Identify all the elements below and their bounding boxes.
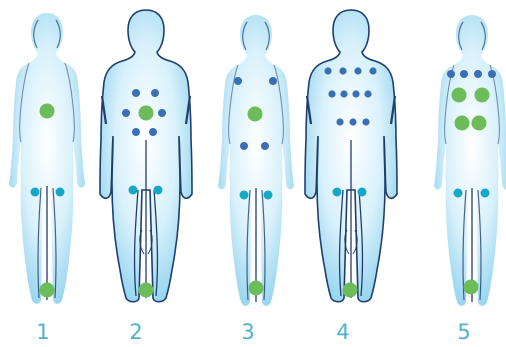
woman-silhouette	[434, 15, 506, 306]
teal-dot	[129, 186, 138, 195]
blue-dot	[234, 77, 242, 85]
blue-dot	[158, 109, 166, 117]
blue-dot	[369, 67, 376, 74]
blue-dot	[132, 128, 140, 136]
figure-1: 1	[9, 13, 85, 344]
teal-dot	[31, 188, 40, 197]
blue-dot	[488, 70, 496, 78]
blue-dot	[339, 67, 346, 74]
green-dot	[139, 283, 154, 298]
figure-4: 4	[305, 10, 397, 344]
figure-3: 3	[218, 15, 294, 344]
blue-dot	[269, 77, 277, 85]
figure-number: 2	[129, 320, 142, 344]
teal-dot	[240, 191, 249, 200]
man-silhouette	[100, 10, 192, 302]
green-dot	[249, 281, 264, 296]
teal-dot	[454, 189, 463, 198]
blue-dot	[149, 128, 157, 136]
green-dot	[464, 280, 479, 295]
blue-dot	[474, 70, 482, 78]
teal-dot	[358, 188, 367, 197]
figure-number: 4	[336, 320, 349, 344]
figure-number: 3	[241, 320, 254, 344]
blue-dot	[460, 70, 468, 78]
blue-dot	[447, 70, 455, 78]
man-silhouette	[305, 10, 397, 302]
blue-dot	[324, 67, 331, 74]
blue-dot	[352, 90, 359, 97]
figure-number: 5	[457, 320, 470, 344]
green-dot	[455, 116, 470, 131]
green-dot	[139, 106, 154, 121]
figure-number: 1	[36, 320, 49, 344]
figure-5: 5	[434, 15, 506, 344]
teal-dot	[154, 186, 163, 195]
green-dot	[40, 104, 55, 119]
blue-dot	[151, 89, 159, 97]
blue-dot	[349, 118, 356, 125]
blue-dot	[362, 118, 369, 125]
blue-dot	[364, 90, 371, 97]
blue-dot	[132, 89, 140, 97]
green-dot	[248, 107, 263, 122]
woman-silhouette	[9, 13, 85, 304]
green-dot	[452, 88, 467, 103]
teal-dot	[333, 188, 342, 197]
teal-dot	[481, 189, 490, 198]
blue-dot	[261, 142, 269, 150]
blue-dot	[328, 90, 335, 97]
teal-dot	[56, 188, 65, 197]
blue-dot	[122, 109, 130, 117]
woman-silhouette	[218, 15, 294, 306]
blue-dot	[340, 90, 347, 97]
blue-dot	[336, 118, 343, 125]
green-dot	[40, 283, 55, 298]
blue-dot	[240, 142, 248, 150]
teal-dot	[264, 191, 273, 200]
green-dot	[472, 116, 487, 131]
blue-dot	[354, 67, 361, 74]
green-dot	[475, 88, 490, 103]
green-dot	[343, 283, 358, 298]
figure-2: 2	[100, 10, 192, 344]
